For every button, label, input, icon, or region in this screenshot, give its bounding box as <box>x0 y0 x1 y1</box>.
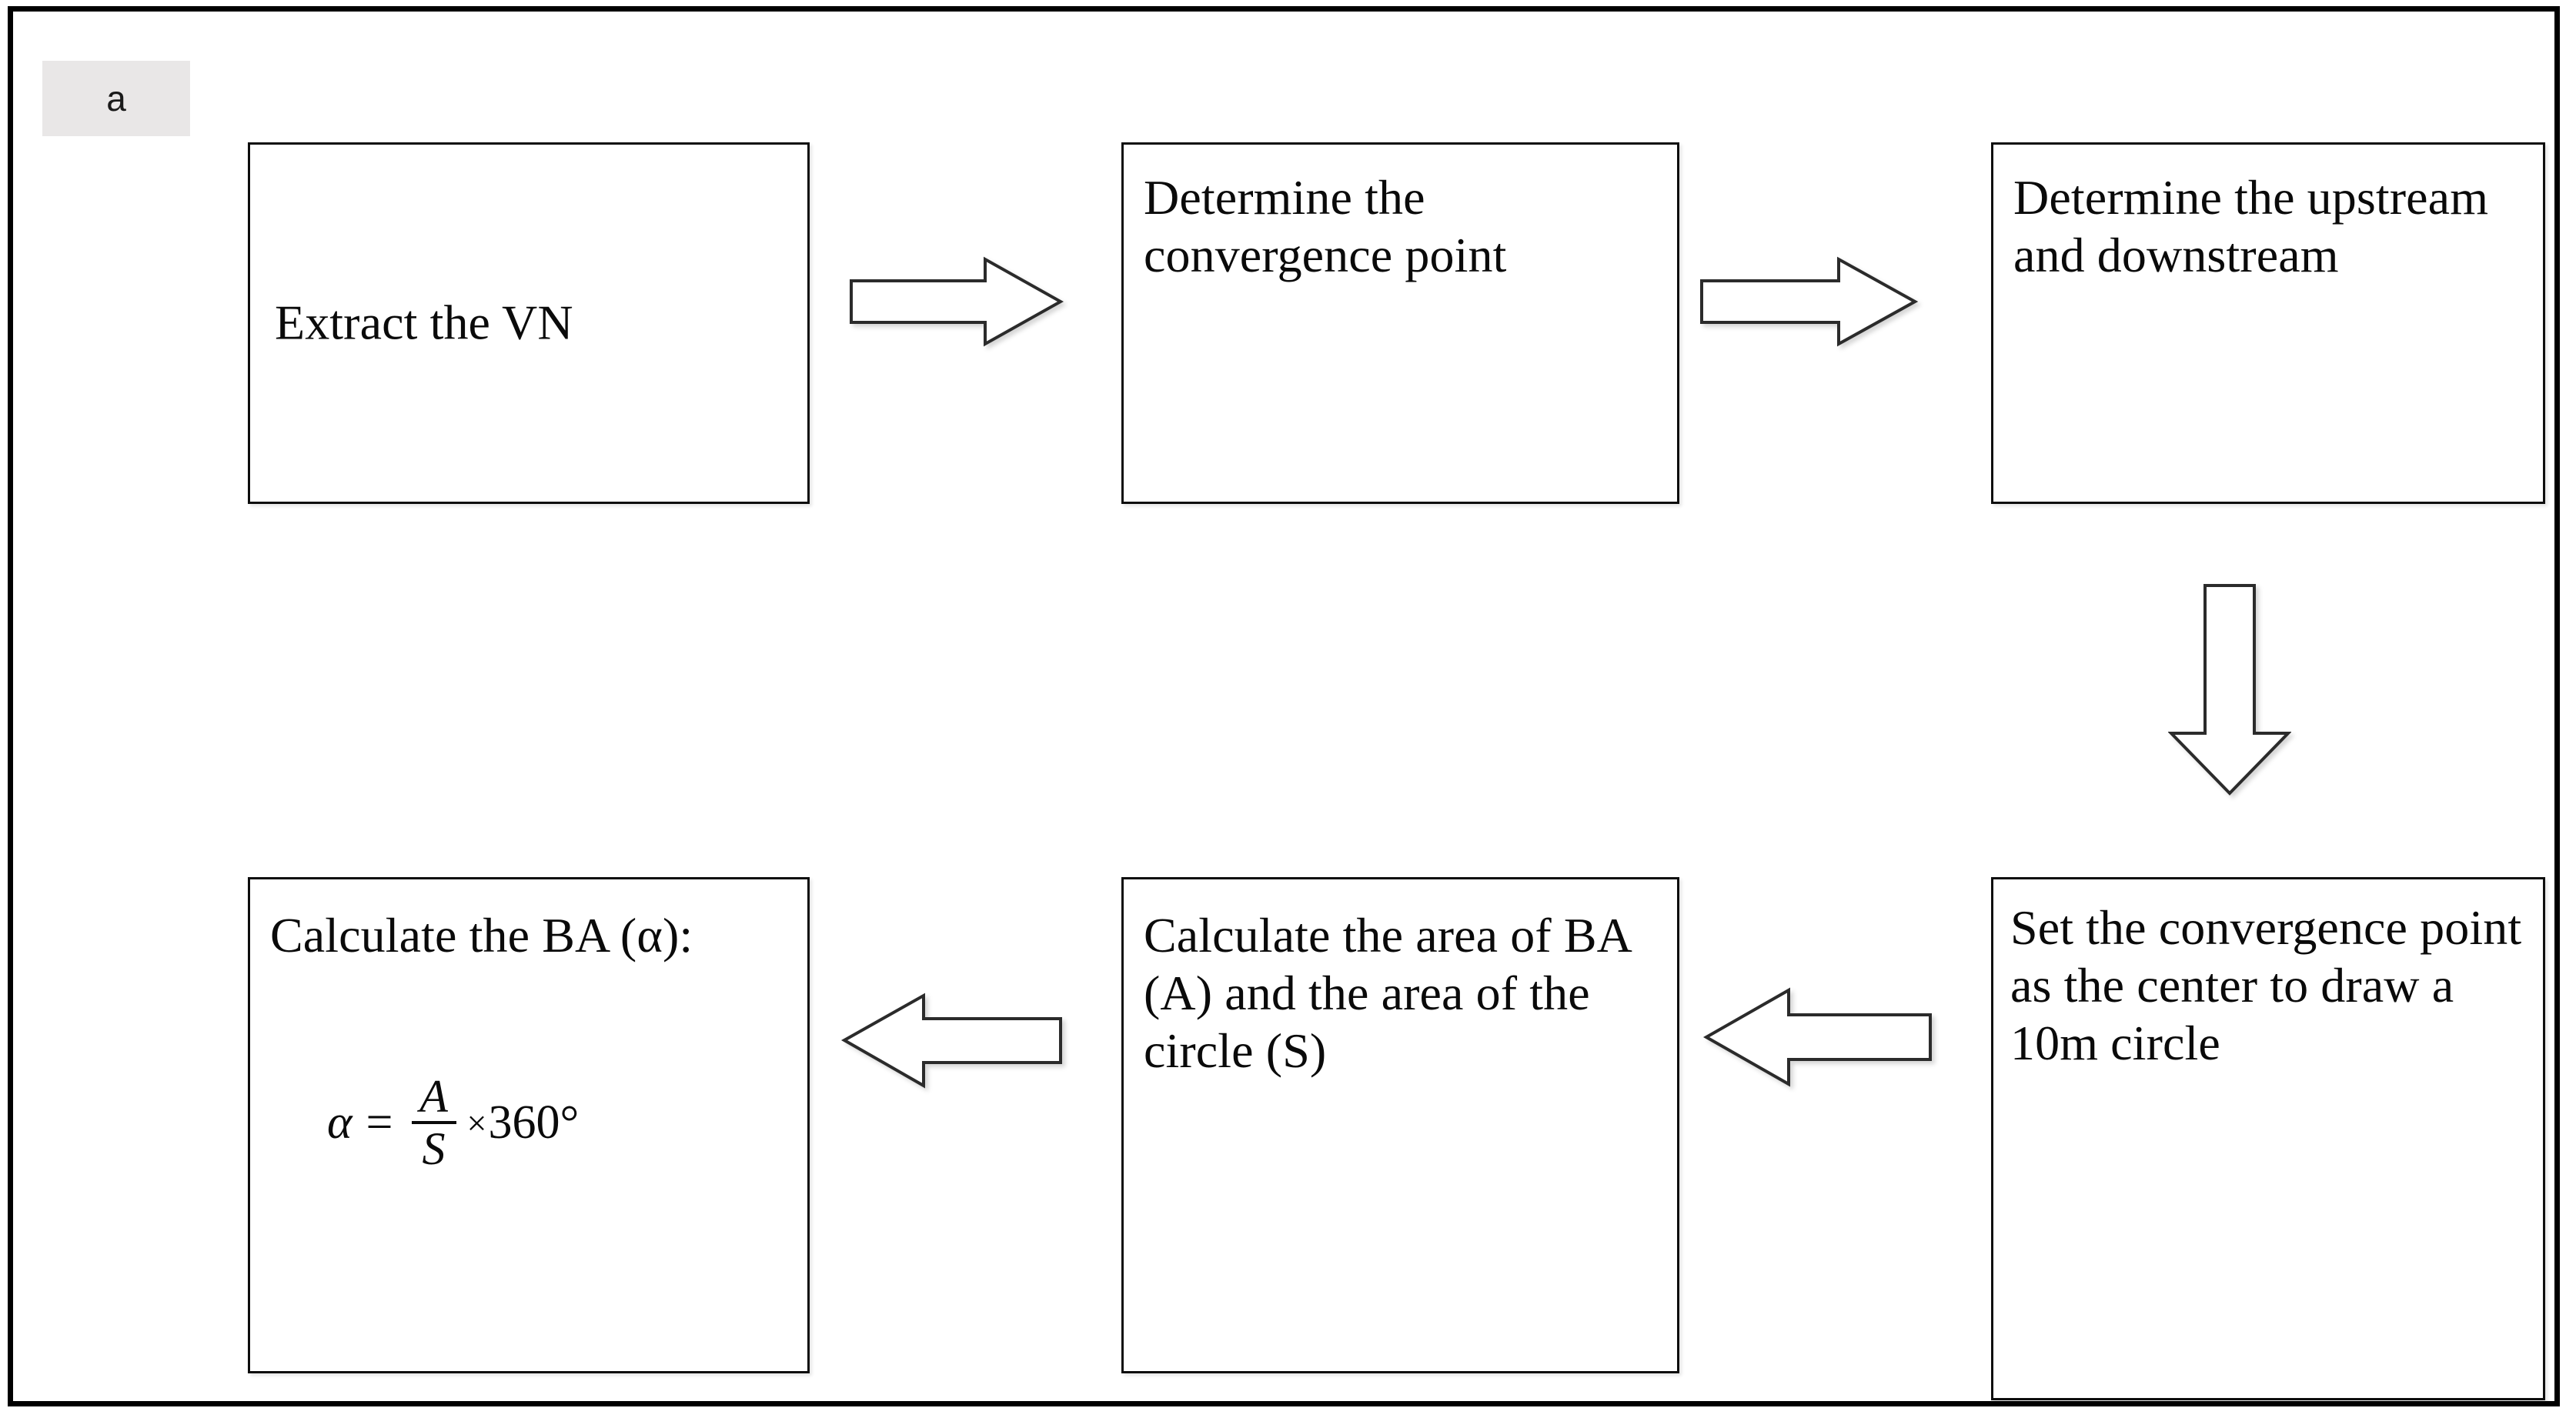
figure-frame: a Extract the VN Determine the convergen… <box>8 6 2560 1406</box>
formula-degrees-value: 360° <box>488 1096 580 1149</box>
formula-alpha-symbol: α <box>327 1096 352 1149</box>
flow-node-convergence-point[interactable]: Determine the convergence point <box>1121 142 1679 504</box>
flow-node-extract-vn[interactable]: Extract the VN <box>248 142 810 504</box>
panel-label-text: a <box>106 78 126 118</box>
flow-node-calculate-ba[interactable]: Calculate the BA (α): α = A S × 360° <box>248 877 810 1373</box>
flow-node-calculate-area[interactable]: Calculate the area of BA (A) and the are… <box>1121 877 1679 1373</box>
flow-node-calculate-ba-label: Calculate the BA (α): <box>270 908 693 963</box>
formula-numerator: A <box>419 1071 448 1122</box>
flow-node-set-center-circle[interactable]: Set the convergence point as the center … <box>1991 877 2545 1400</box>
flow-node-upstream-downstream-label: Determine the upstream and downstream <box>2013 170 2489 282</box>
flow-node-calculate-area-label: Calculate the area of BA (A) and the are… <box>1144 908 1630 1078</box>
panel-label-badge: a <box>42 61 190 136</box>
formula-multiply-sign: × <box>466 1103 487 1143</box>
arrow-left-calc-area-to-calc-ba <box>840 993 1064 1089</box>
arrow-right-convergence-to-upstream <box>1699 256 1918 347</box>
formula-fraction-bar <box>411 1121 456 1124</box>
flow-node-convergence-point-label: Determine the convergence point <box>1144 170 1507 282</box>
formula-denominator: S <box>422 1123 446 1174</box>
formula-fraction: A S <box>411 1071 456 1174</box>
formula-bend-angle: α = A S × 360° <box>327 1072 579 1173</box>
arrow-left-set-center-to-calc-area <box>1702 987 1933 1087</box>
flow-node-extract-vn-label: Extract the VN <box>275 295 573 350</box>
flow-node-upstream-downstream[interactable]: Determine the upstream and downstream <box>1991 142 2545 504</box>
flow-node-set-center-circle-label: Set the convergence point as the center … <box>2010 900 2522 1070</box>
arrow-right-extract-to-convergence <box>848 256 1064 347</box>
formula-equals-sign: = <box>366 1096 393 1149</box>
arrow-down-upstream-to-set-center <box>2168 582 2291 796</box>
